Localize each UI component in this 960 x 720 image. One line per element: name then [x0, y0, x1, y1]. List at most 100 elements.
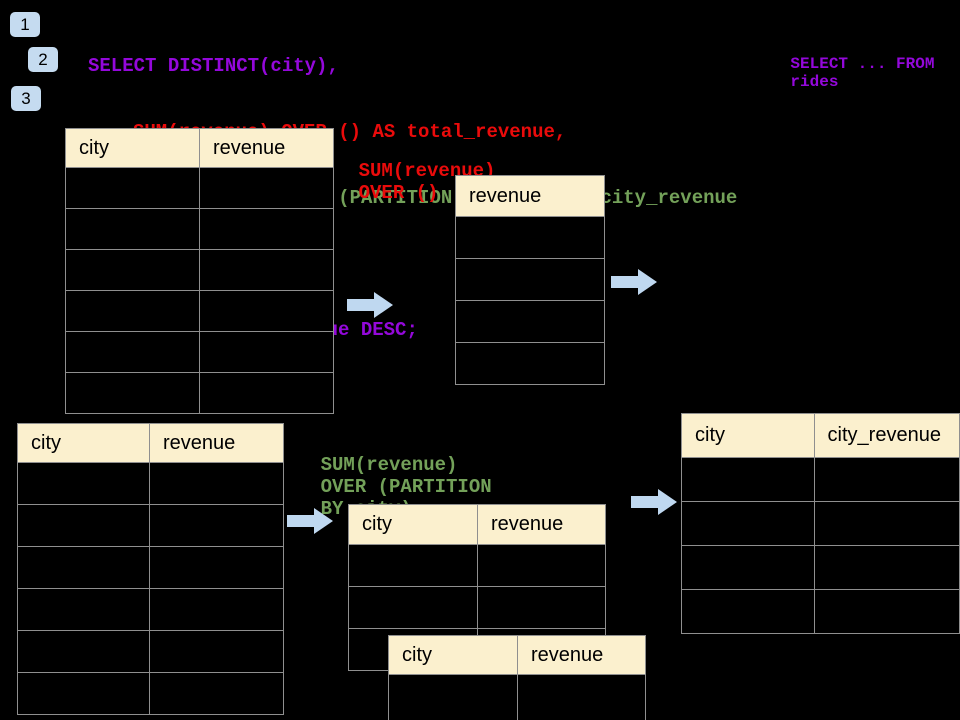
table-source-top-body — [65, 167, 334, 414]
step-badge-3: 3 — [11, 86, 41, 111]
column-header-revenue: revenue — [477, 504, 606, 545]
table-cell — [17, 672, 150, 715]
table-cell — [65, 372, 200, 414]
column-header-city: city — [348, 504, 478, 545]
table-cell — [17, 462, 150, 505]
table-row — [388, 674, 646, 720]
table-cell — [681, 457, 815, 502]
table-cell — [149, 672, 284, 715]
table-row — [17, 546, 284, 589]
table-row — [17, 588, 284, 631]
header-row: city revenue — [388, 635, 646, 675]
table-cell — [199, 331, 334, 373]
table-cell — [149, 462, 284, 505]
table-row — [455, 300, 605, 343]
column-header-city: city — [388, 635, 518, 675]
table-total-revenue: revenue — [455, 175, 605, 385]
table-cell — [813, 545, 960, 590]
table-cell — [17, 630, 150, 673]
table-cell — [517, 674, 646, 720]
table-row — [455, 258, 605, 301]
table-row — [455, 216, 605, 259]
table-row — [348, 544, 606, 587]
column-header-city: city — [17, 423, 150, 463]
table-source-bottom-body — [17, 462, 284, 715]
header-row: revenue — [455, 175, 605, 217]
table-row — [17, 462, 284, 505]
table-row — [681, 457, 960, 502]
column-header-city: city — [65, 128, 200, 168]
table-source-top-head: city revenue — [65, 128, 334, 168]
column-header-revenue: revenue — [517, 635, 646, 675]
step-badge-2: 2 — [28, 47, 58, 72]
table-cell — [199, 249, 334, 291]
table-cell — [455, 342, 605, 385]
table-cell — [477, 544, 606, 587]
table-row — [681, 545, 960, 590]
table-row — [17, 504, 284, 547]
table-cell — [65, 331, 200, 373]
table-row — [65, 249, 334, 291]
flow-arrow-icon — [347, 292, 393, 318]
table-row — [348, 586, 606, 629]
table-cell — [17, 588, 150, 631]
table-result-head: city city_revenue — [681, 413, 960, 458]
table-total-body — [455, 216, 605, 385]
annotation-partition: SUM(revenue) OVER (PARTITION BY city) — [275, 432, 492, 542]
table-source-bottom: city revenue — [17, 423, 284, 715]
table-row — [681, 501, 960, 546]
table-cell — [813, 457, 960, 502]
annotation-partition-line2: OVER (PARTITION — [320, 476, 492, 498]
table-source-bottom-head: city revenue — [17, 423, 284, 463]
header-row: city city_revenue — [681, 413, 960, 458]
header-row: city revenue — [348, 504, 606, 545]
table-source-top: city revenue — [65, 128, 334, 414]
table-cell — [388, 674, 518, 720]
flow-arrow-icon — [287, 508, 333, 534]
column-header-revenue: revenue — [455, 175, 605, 217]
table-cell — [199, 208, 334, 250]
table-cell — [813, 501, 960, 546]
side-note: SELECT ... FROM rides — [752, 37, 934, 109]
annotation-total-line2: OVER () — [358, 182, 439, 204]
table-cell — [17, 504, 150, 547]
table-cell — [65, 249, 200, 291]
table-cell — [348, 586, 478, 629]
table-cell — [681, 501, 815, 546]
table-cell — [65, 167, 200, 209]
side-note-line1: SELECT ... FROM — [790, 55, 935, 73]
table-cell — [477, 586, 606, 629]
table-total-head: revenue — [455, 175, 605, 217]
table-cell — [199, 290, 334, 332]
table-row — [681, 589, 960, 634]
table-cell — [199, 167, 334, 209]
table-row — [17, 672, 284, 715]
table-cell — [149, 546, 284, 589]
table-row — [65, 331, 334, 373]
header-row: city revenue — [65, 128, 334, 168]
table-partition-a-head: city revenue — [348, 504, 606, 545]
table-row — [17, 630, 284, 673]
table-cell — [681, 545, 815, 590]
table-result-body — [681, 457, 960, 634]
step-badge-1: 1 — [10, 12, 40, 37]
table-row — [455, 342, 605, 385]
column-header-city-revenue: city_revenue — [813, 413, 960, 458]
header-row: city revenue — [17, 423, 284, 463]
table-row — [65, 290, 334, 332]
table-cell — [348, 544, 478, 587]
table-partition-b-head: city revenue — [388, 635, 646, 675]
table-cell — [681, 589, 815, 634]
table-partition-b-body — [388, 674, 646, 720]
table-cell — [149, 504, 284, 547]
table-row — [65, 372, 334, 414]
table-cell — [149, 630, 284, 673]
flow-arrow-icon — [611, 269, 657, 295]
annotation-partition-line1: SUM(revenue) — [320, 454, 458, 476]
side-note-line2: rides — [790, 73, 839, 91]
table-row — [65, 208, 334, 250]
table-cell — [455, 300, 605, 343]
table-cell — [17, 546, 150, 589]
flow-arrow-icon — [631, 489, 677, 515]
